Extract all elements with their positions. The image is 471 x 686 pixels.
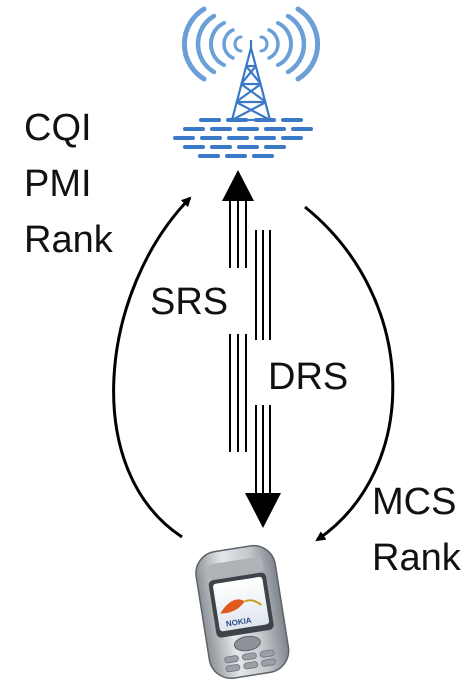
tower-lattice — [230, 40, 272, 122]
drs-arrow — [245, 230, 281, 528]
mobile-phone-icon: NOKIA — [195, 544, 290, 680]
rank-downlink-label: Rank — [372, 537, 462, 579]
mcs-label: MCS — [372, 481, 456, 523]
srs-arrow — [222, 170, 254, 452]
radio-waves-icon — [181, 6, 321, 82]
uplink-feedback-arrow — [112, 196, 192, 539]
base-station-icon — [173, 6, 321, 158]
cqi-label: CQI — [24, 107, 92, 149]
tower-ground-grid — [173, 118, 313, 158]
drs-label: DRS — [268, 356, 348, 398]
rank-uplink-label: Rank — [24, 219, 114, 261]
pmi-label: PMI — [24, 163, 92, 205]
srs-label: SRS — [150, 281, 228, 323]
phone-brand-text: NOKIA — [225, 616, 252, 629]
downlink-control-arrow — [304, 205, 395, 542]
